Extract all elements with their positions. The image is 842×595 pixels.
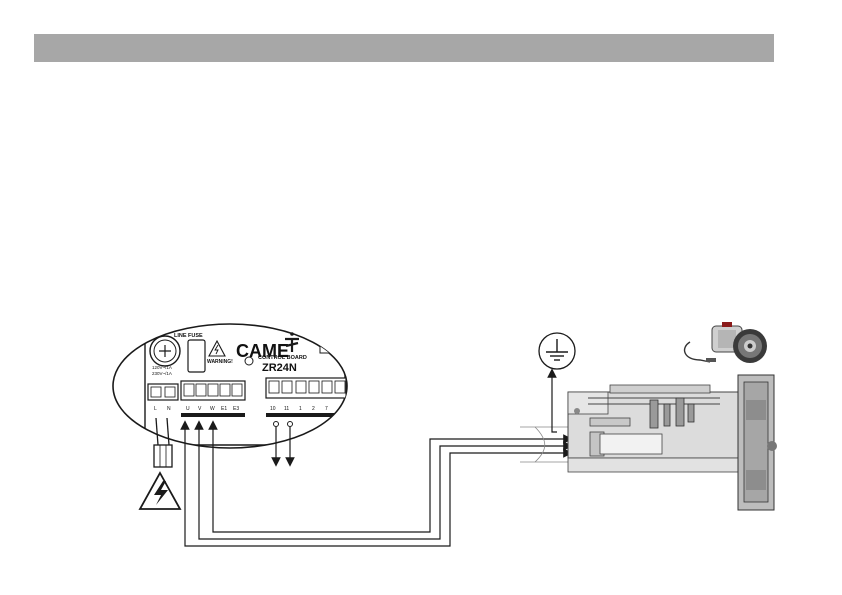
line-fuse-label: LINE FUSE [174, 333, 203, 339]
terminal-label-e3: E3 [233, 406, 239, 412]
line-fuse [188, 340, 205, 372]
transformer-label-1: 120V~/1A [152, 365, 172, 370]
high-voltage-warning-icon [140, 473, 180, 509]
control-board: LINE FUSE WARNING! CAME CONTROL BOARD ZR… [113, 324, 347, 448]
terminal-label-e1: E1 [221, 406, 227, 412]
terminal-label-n: N [167, 406, 171, 412]
warning-label: WARNING! [207, 359, 233, 365]
terminal-label-7: 7 [325, 406, 328, 412]
terminal-label-l: L [154, 406, 157, 412]
terminal-label-11: 11 [284, 406, 289, 412]
board-title-small: CONTROL BOARD [258, 355, 307, 361]
terminal-label-u: U [186, 406, 190, 412]
board-model: ZR24N [262, 362, 297, 374]
terminal-label-2: 2 [312, 406, 315, 412]
motor-photo-icon [685, 322, 767, 363]
motor-drawing [568, 375, 777, 510]
terminal-label-10: 10 [270, 406, 276, 412]
terminal-label-1: 1 [299, 406, 302, 412]
terminal-block-power [148, 384, 178, 400]
terminal-label-w: W [210, 406, 215, 412]
transformer-label-2: 230V~/1A [152, 371, 172, 376]
